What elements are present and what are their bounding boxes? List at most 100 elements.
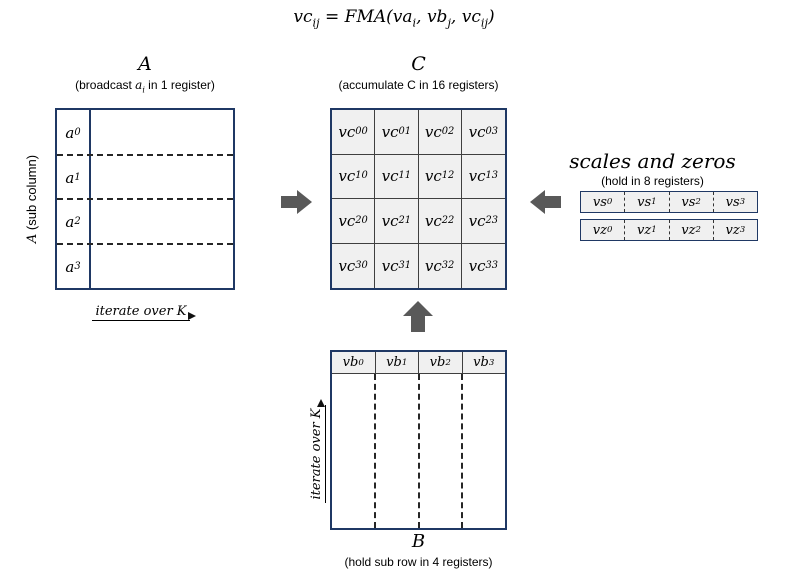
arrow-bar <box>281 196 297 208</box>
a-side-label: A (sub column) <box>24 119 42 279</box>
vs-cell-base: vs <box>592 194 607 210</box>
b-iterate-text: iterate over K <box>309 405 326 503</box>
arrow-bar <box>411 316 425 332</box>
formula-part: va <box>392 7 413 27</box>
c-cell-base: vc <box>468 167 486 186</box>
a-dashed-divider <box>57 154 233 156</box>
c-cell-base: vc <box>424 211 442 230</box>
c-cell-base: vc <box>381 211 399 230</box>
a-subtitle-text: (broadcast <box>75 78 136 92</box>
c-cell-base: vc <box>338 211 356 230</box>
b-cell-base: vb <box>473 355 489 370</box>
c-cell-base: vc <box>338 167 356 186</box>
formula-part: vc <box>293 7 313 27</box>
c-cell-base: vc <box>424 167 442 186</box>
b-subtitle: (hold sub row in 4 registers) <box>344 555 493 569</box>
b-dashed-line <box>418 374 420 528</box>
block-arrow-left-icon <box>530 190 561 214</box>
block-arrow-up-icon <box>403 301 433 332</box>
c-cell-base: vc <box>381 167 399 186</box>
c-cell-base: vc <box>381 122 399 141</box>
scales-subtitle: (hold in 8 registers) <box>601 174 704 188</box>
a-subtitle-sub: i <box>142 85 145 95</box>
arrow-bar <box>545 196 561 208</box>
formula-part: vc <box>461 7 481 27</box>
a-dashed-divider <box>57 243 233 245</box>
vs-cell-base: vs <box>725 194 740 210</box>
b-dashed-line <box>374 374 376 528</box>
formula: vcij = FMA(vai, vbj, vcij) <box>0 7 788 30</box>
up-arrow-icon <box>317 399 325 408</box>
a-side-var: A <box>25 233 40 244</box>
arrow-head <box>530 190 545 214</box>
a-dashed-divider <box>57 198 233 200</box>
arrow-head <box>403 301 433 316</box>
c-title: C <box>411 53 426 75</box>
a-subtitle-text: in 1 register) <box>144 78 215 92</box>
c-subtitle: (accumulate C in 16 registers) <box>338 78 499 92</box>
a-iterate-label: iterate over K <box>55 303 235 321</box>
arrow-head <box>297 190 312 214</box>
formula-part: vb <box>426 7 448 27</box>
b-cell-base: vb <box>342 355 359 370</box>
a-side-text: (sub column) <box>24 154 39 234</box>
formula-sub: j <box>447 16 451 30</box>
b-dashed-line <box>461 374 463 528</box>
formula-part: , <box>416 7 427 27</box>
right-arrow-icon <box>187 312 196 320</box>
a-cell-base: a <box>65 212 75 231</box>
c-cell-base: vc <box>338 122 356 141</box>
scales-title: scales and zeros <box>569 149 736 173</box>
c-cell-base: vc <box>424 256 442 275</box>
a-cell-base: a <box>65 257 75 276</box>
vs-cell-base: vs <box>637 194 652 210</box>
formula-sub: i <box>412 16 417 30</box>
b-cell-base: vb <box>386 355 402 370</box>
c-cell-base: vc <box>468 122 486 141</box>
c-cell-base: vc <box>381 256 399 275</box>
a-subtitle: (broadcast ai in 1 register) <box>20 78 270 95</box>
c-cell-base: vc <box>424 122 442 141</box>
b-title: B <box>411 531 426 552</box>
formula-part: = FMA( <box>319 7 393 27</box>
formula-part: , <box>450 7 462 27</box>
formula-sub: ij <box>312 16 320 30</box>
a-title: A <box>138 53 152 75</box>
a-cell-base: a <box>65 123 75 142</box>
vz-cell-base: vz <box>681 222 696 238</box>
vs-cell-base: vs <box>681 194 696 210</box>
c-cell-base: vc <box>468 211 486 230</box>
c-cell-base: vc <box>468 256 486 275</box>
